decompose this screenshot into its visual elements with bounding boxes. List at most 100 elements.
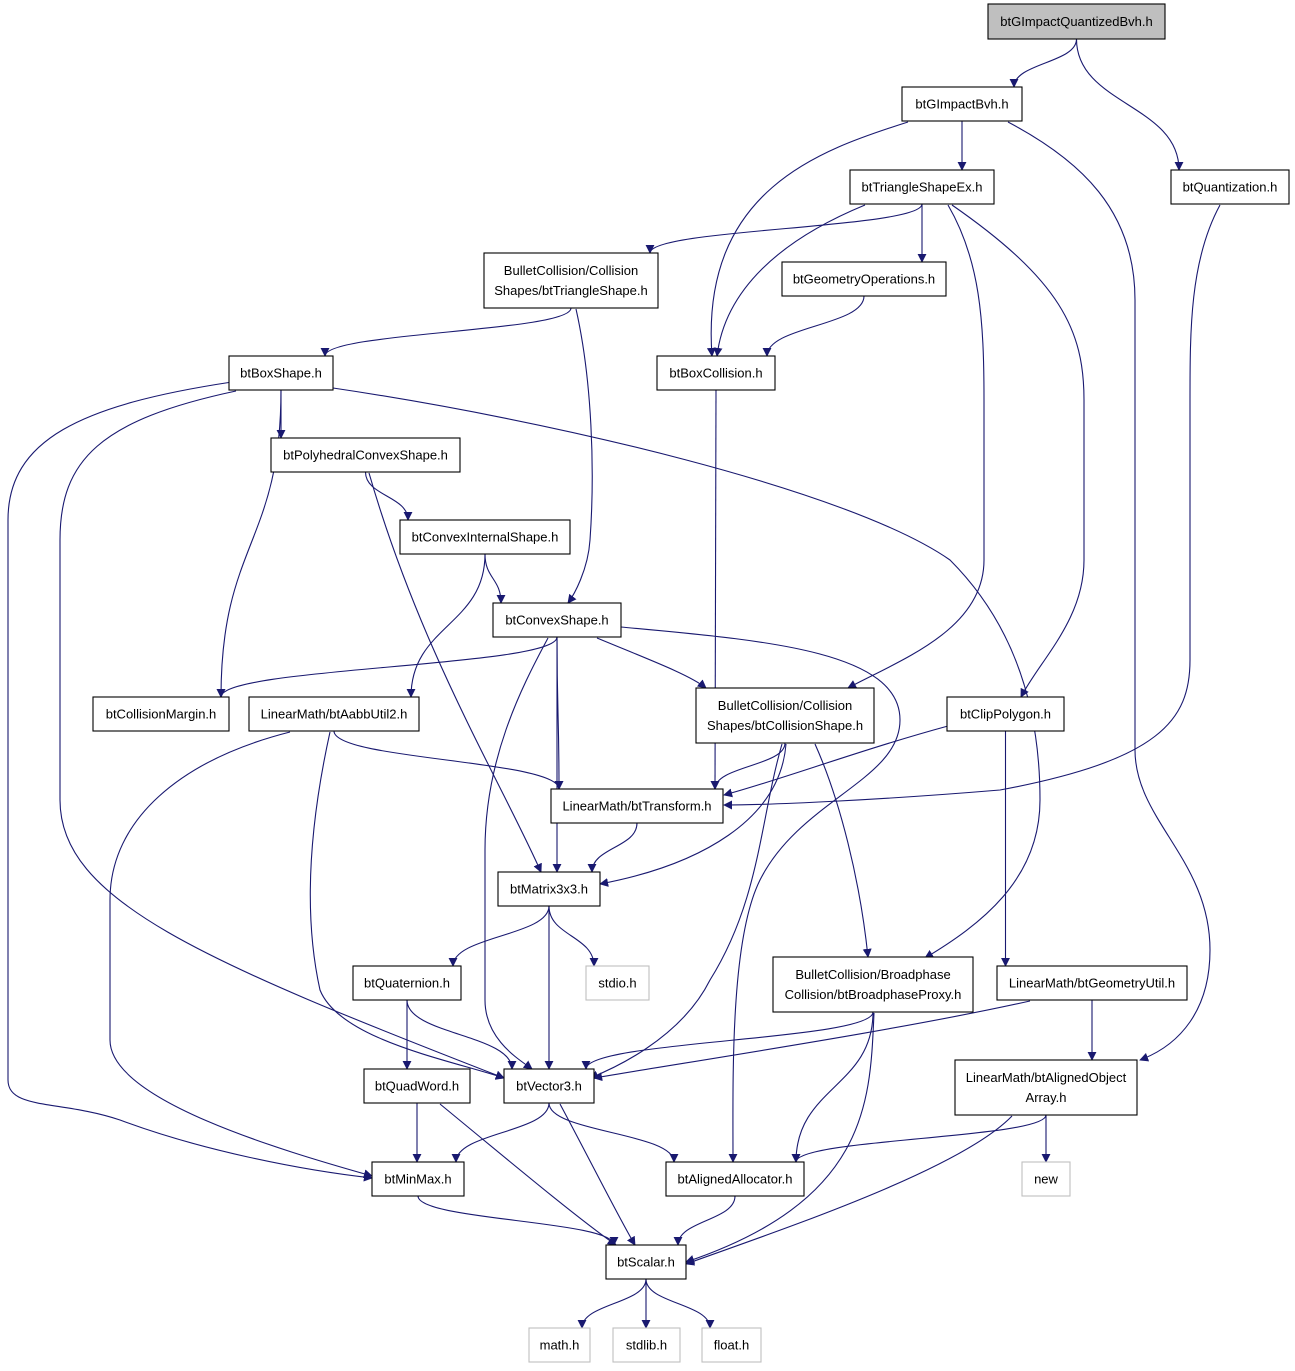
node-alignedalloc[interactable]: btAlignedAllocator.h [665, 1161, 805, 1197]
node-label: btMatrix3x3.h [510, 882, 588, 897]
edge-bc_triangleshape-to-boxshape [320, 307, 572, 357]
node-gimpactbvh[interactable]: btGImpactBvh.h [901, 86, 1023, 122]
node-label: btBoxCollision.h [669, 366, 762, 381]
node-bc_collisionshape[interactable]: BulletCollision/CollisionShapes/btCollis… [695, 687, 875, 744]
node-scalar[interactable]: btScalar.h [605, 1244, 687, 1280]
node-triangleshapeex[interactable]: btTriangleShapeEx.h [849, 169, 995, 205]
node-label: new [1034, 1172, 1058, 1187]
node-box [996, 965, 1188, 1001]
edge-matrix3x3-to-quaternion [448, 905, 550, 967]
node-label: Shapes/btCollisionShape.h [707, 718, 863, 733]
node-label: BulletCollision/Collision [718, 698, 852, 713]
node-label: btGeometryOperations.h [793, 272, 935, 287]
node-polyhedral[interactable]: btPolyhedralConvexShape.h [270, 437, 461, 473]
edge-geometryops-to-boxcollision [762, 295, 865, 357]
edge-clippolygon-to-transform [723, 725, 949, 798]
node-label: btClipPolygon.h [960, 707, 1051, 722]
edge-convexinternal-to-convexshape [484, 553, 506, 604]
node-layer: btGImpactQuantizedBvh.h btGImpactBvh.h btQ… [92, 3, 1290, 1363]
edge-vector3-to-alignedalloc [548, 1102, 679, 1163]
edge-scalar-to-float [645, 1278, 715, 1329]
node-box [497, 871, 601, 907]
edge-broadphaseproxy-to-alignedalloc [791, 1011, 874, 1163]
edge-quadword-to-scalar [439, 1103, 617, 1246]
node-box [352, 965, 462, 1001]
edge-matrix3x3-to-stdio [548, 905, 599, 967]
node-transform[interactable]: LinearMath/btTransform.h [550, 788, 724, 824]
node-minmax[interactable]: btMinMax.h [371, 1161, 465, 1197]
node-stdio: stdio.h [585, 965, 650, 1001]
node-stdlib: stdlib.h [612, 1327, 681, 1363]
node-box [248, 696, 420, 732]
node-label: btGImpactBvh.h [915, 97, 1008, 112]
node-clippolygon[interactable]: btClipPolygon.h [946, 696, 1065, 732]
node-collisionmargin[interactable]: btCollisionMargin.h [92, 696, 230, 732]
node-label: btTriangleShapeEx.h [862, 180, 983, 195]
edge-bc_collisionshape-to-matrix3x3 [599, 743, 787, 887]
node-box [371, 1161, 465, 1197]
node-quantization[interactable]: btQuantization.h [1170, 169, 1290, 205]
edge-triangleshapeex-to-bc_collisionshape [847, 204, 985, 689]
edge-broadphaseproxy-to-vector3 [581, 1011, 874, 1070]
node-boxshape[interactable]: btBoxShape.h [228, 355, 334, 391]
node-box [1170, 169, 1290, 205]
node-box [528, 1327, 591, 1363]
edge-layer [7, 38, 1221, 1329]
node-label: btConvexShape.h [505, 613, 608, 628]
node-box [492, 602, 622, 638]
edge-alignedobjarray-to-scalar [685, 1115, 1013, 1266]
node-aabbutil[interactable]: LinearMath/btAabbUtil2.h [248, 696, 420, 732]
edge-scalar-to-math [577, 1278, 647, 1329]
node-quadword[interactable]: btQuadWord.h [363, 1068, 471, 1104]
edge-transform-to-matrix3x3 [587, 822, 638, 873]
edge-geometryutil-to-vector3 [593, 1000, 1031, 1082]
node-broadphaseproxy[interactable]: BulletCollision/BroadphaseCollision/btBr… [772, 956, 974, 1013]
edge-convexshape-to-collisionmargin [216, 636, 558, 698]
edge-bc_collisionshape-to-vector3 [589, 743, 783, 1080]
node-matrix3x3[interactable]: btMatrix3x3.h [497, 871, 601, 907]
node-bc_triangleshape[interactable]: BulletCollision/CollisionShapes/btTriang… [483, 252, 659, 309]
edge-root-to-quantization [1075, 38, 1184, 171]
edge-triangleshapeex-to-boxcollision [713, 204, 866, 357]
edge-polyhedral-to-matrix3x3 [368, 472, 542, 873]
node-geometryutil[interactable]: LinearMath/btGeometryUtil.h [996, 965, 1188, 1001]
node-box [612, 1327, 681, 1363]
node-box [483, 252, 659, 309]
edge-bc_collisionshape-to-broadphaseproxy [814, 743, 872, 958]
edge-bc_triangleshape-to-convexshape [567, 308, 593, 604]
node-box [701, 1327, 762, 1363]
node-geometryops[interactable]: btGeometryOperations.h [781, 261, 947, 297]
node-boxcollision[interactable]: btBoxCollision.h [656, 355, 776, 391]
node-label: BulletCollision/Collision [504, 263, 638, 278]
node-box [1021, 1161, 1071, 1197]
edge-triangleshapeex-to-clippolygon [951, 204, 1085, 698]
edge-minmax-to-scalar [417, 1195, 619, 1246]
node-convexinternal[interactable]: btConvexInternalShape.h [399, 519, 571, 555]
node-convexshape[interactable]: btConvexShape.h [492, 602, 622, 638]
node-float: float.h [701, 1327, 762, 1363]
node-box [901, 86, 1023, 122]
node-box [92, 696, 230, 732]
node-label: btScalar.h [617, 1255, 675, 1270]
node-box [605, 1244, 687, 1280]
node-root[interactable]: btGImpactQuantizedBvh.h [987, 3, 1166, 40]
node-label: stdio.h [598, 976, 636, 991]
edge-convexshape-to-bc_collisionshape [596, 637, 707, 689]
node-label: LinearMath/btAlignedObject [966, 1070, 1127, 1085]
edge-alignedalloc-to-scalar [673, 1195, 736, 1246]
node-quaternion[interactable]: btQuaternion.h [352, 965, 462, 1001]
node-label: BulletCollision/Broadphase [795, 967, 950, 982]
node-label: btQuadWord.h [375, 1079, 459, 1094]
edge-boxshape-to-minmax [7, 381, 373, 1182]
node-box [550, 788, 724, 824]
edge-polyhedral-to-convexinternal [364, 471, 413, 521]
node-box [363, 1068, 471, 1104]
node-label: btVector3.h [516, 1079, 582, 1094]
edge-broadphaseproxy-to-scalar [685, 1012, 875, 1264]
node-label: math.h [540, 1338, 580, 1353]
node-vector3[interactable]: btVector3.h [503, 1068, 595, 1104]
edge-quaternion-to-vector3 [406, 999, 517, 1070]
node-box [695, 687, 875, 744]
